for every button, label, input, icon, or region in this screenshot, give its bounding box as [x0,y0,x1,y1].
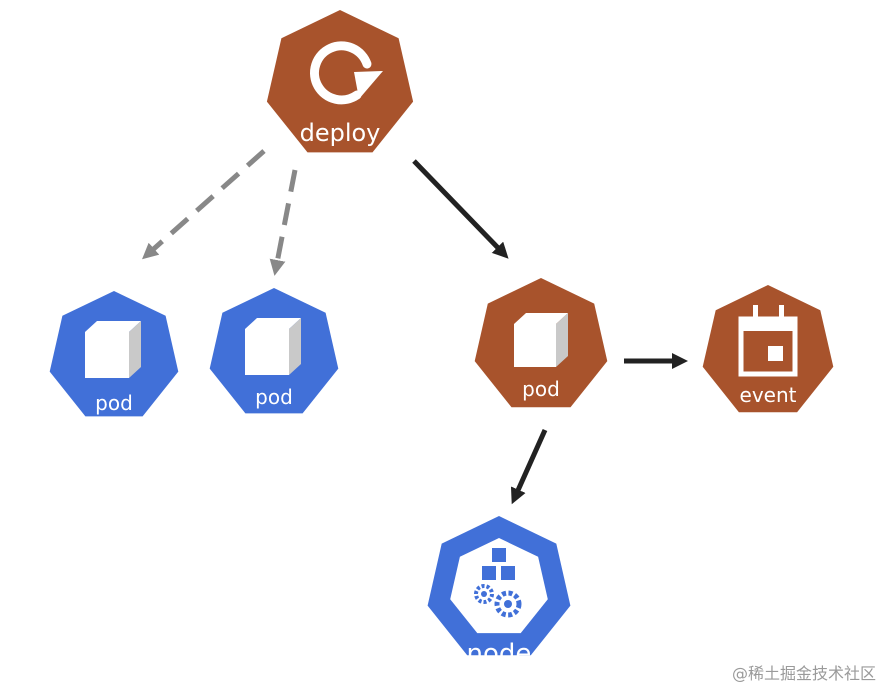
k8s-node[interactable]: node [427,516,571,669]
edge-deploy-to-pod-left [142,149,266,260]
pod-node-middle[interactable]: pod [209,288,339,414]
edges [142,149,689,505]
pod-node-owned[interactable]: pod [474,278,608,408]
cube-icon [85,321,141,378]
pod-left-label: pod [95,391,133,415]
watermark: @稀土掘金技术社区 [731,664,876,683]
cube-icon [245,318,301,375]
edge-deploy-to-pod-middle [269,169,298,276]
event-node[interactable]: event [702,285,834,413]
refresh-icon [310,41,383,105]
calendar-icon [738,305,798,377]
node-inner-heptagon [450,538,548,634]
node-label: node [467,639,532,669]
edge-pod-to-node [510,428,548,505]
pod-owned-label: pod [522,377,560,401]
deploy-node[interactable]: deploy [266,10,414,153]
pod-node-left[interactable]: pod [49,291,179,417]
event-label: event [740,383,797,407]
cube-icon [514,313,568,367]
deploy-label: deploy [300,119,381,147]
deploy-heptagon [266,10,414,153]
cubes-gears-icon [474,548,522,618]
edge-deploy-to-pod-owned [412,159,509,259]
pod-middle-label: pod [255,385,293,409]
